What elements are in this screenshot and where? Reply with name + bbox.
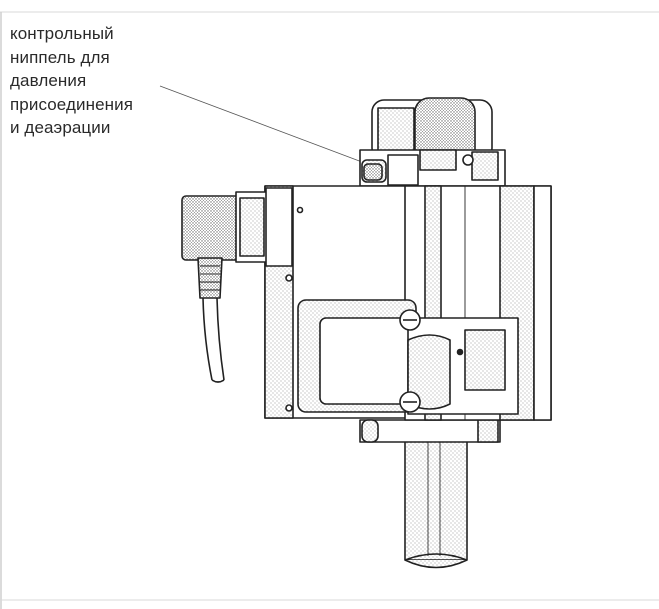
test-nipple [363,163,383,181]
upper-flange [359,149,506,187]
cable-gland [197,257,223,299]
callout-line-2: ниппель для [10,47,110,67]
outlet-pipe [404,439,468,569]
callout-line-4: присоединения [10,94,134,114]
cable [202,297,225,383]
plug-connector [181,187,293,267]
callout-line-1: контрольный [10,24,114,43]
callout-line-5: и деаэрации [10,118,111,137]
callout-label: контрольный ниппель для давления присоед… [10,22,180,140]
callout-line-3: давления [10,71,87,90]
lower-flange [359,419,501,443]
regulator-module [297,299,519,415]
leader-line [159,85,371,166]
